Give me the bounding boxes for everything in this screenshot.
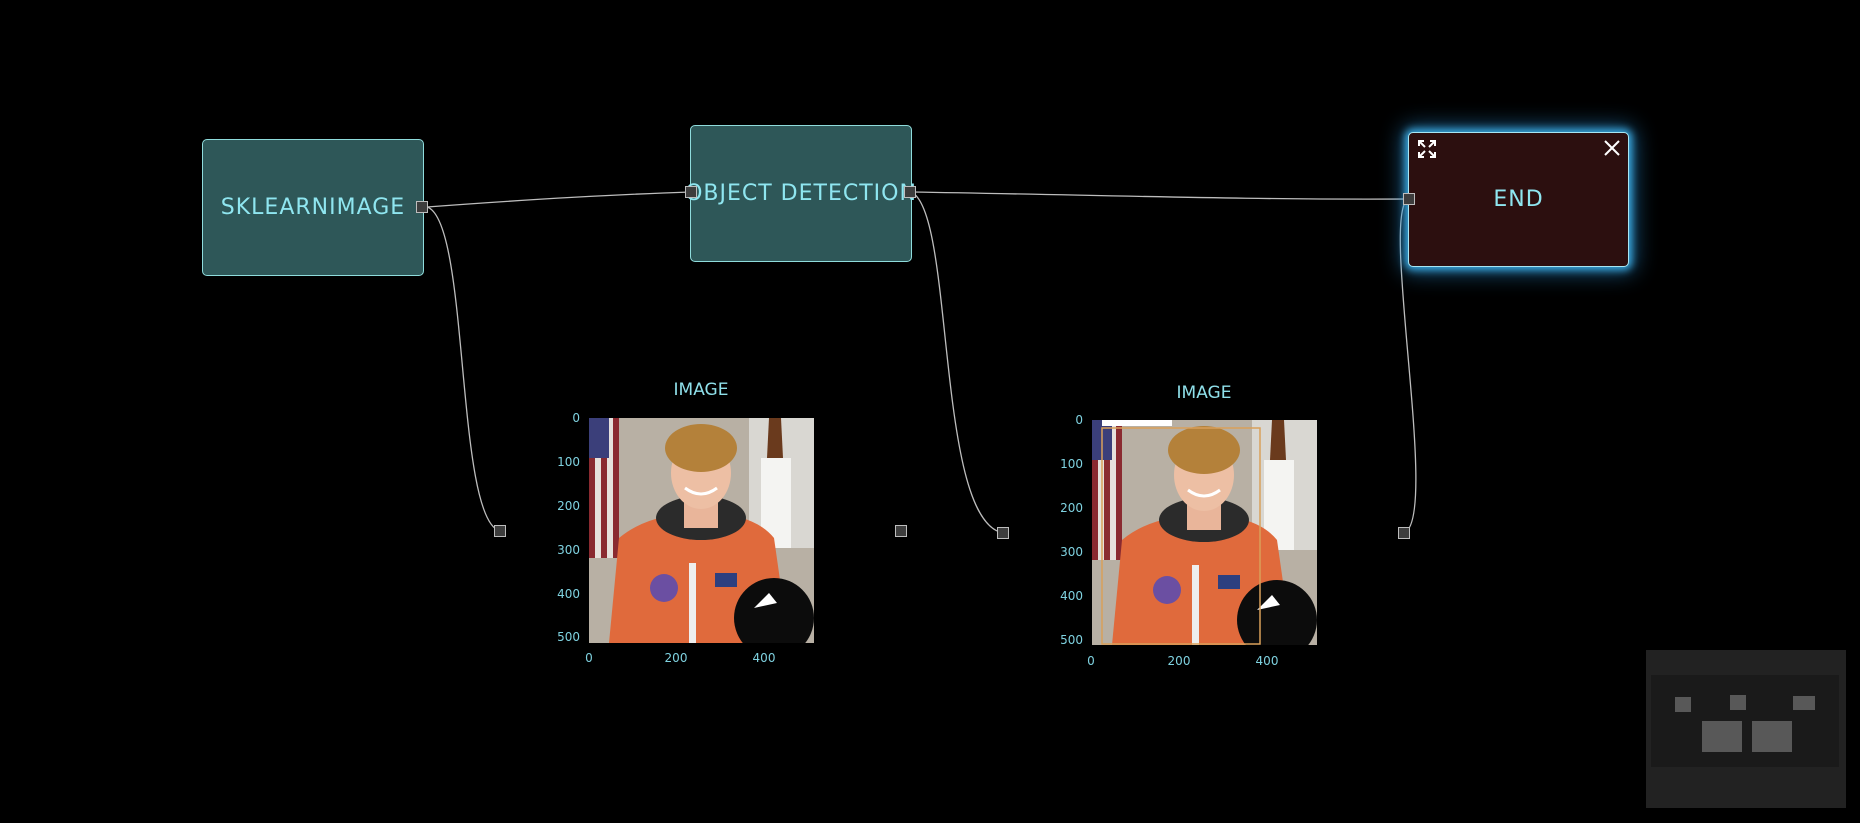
expand-icon[interactable] (1415, 137, 1439, 167)
minimap-node (1730, 695, 1746, 710)
y-tick: 300 (557, 543, 580, 557)
detection-bbox (1101, 427, 1261, 645)
input-port[interactable] (1403, 193, 1415, 205)
wire-end-to-image2 (1399, 198, 1417, 534)
y-tick: 0 (1075, 413, 1083, 427)
object-detection-node[interactable]: OBJECT DETECTION (685, 125, 916, 262)
x-tick: 200 (1167, 654, 1191, 668)
detection-label-bar (1102, 420, 1172, 426)
sklearnimage-node[interactable]: SKLEARNIMAGE (202, 139, 424, 276)
node-label: SKLEARNIMAGE (220, 195, 406, 220)
x-tick: 400 (752, 651, 776, 665)
panel-title: IMAGE (1176, 383, 1232, 403)
minimap-node (1793, 696, 1815, 710)
output-port[interactable] (1398, 527, 1410, 539)
x-tick: 200 (664, 651, 688, 665)
wire-detection-to-image2 (910, 191, 1004, 534)
y-tick: 200 (557, 499, 580, 513)
y-tick: 500 (1060, 633, 1083, 647)
minimap-node (1752, 721, 1792, 752)
wire-sklearn-to-image1 (426, 206, 501, 532)
wire-detection-to-end (910, 191, 1409, 200)
wire-sklearn-to-detection (426, 191, 692, 208)
detected-image (1092, 420, 1317, 645)
x-tick: 0 (1087, 654, 1095, 668)
x-tick: 0 (585, 651, 593, 665)
y-tick: 400 (557, 587, 580, 601)
astronaut-image (589, 418, 814, 643)
minimap[interactable] (1646, 650, 1846, 808)
node-label: END (1493, 187, 1544, 212)
y-tick: 0 (572, 411, 580, 425)
y-tick: 100 (1060, 457, 1083, 471)
minimap-viewport (1651, 675, 1839, 767)
minimap-node (1675, 697, 1691, 712)
input-port[interactable] (997, 527, 1009, 539)
close-icon[interactable] (1602, 138, 1622, 164)
y-tick: 300 (1060, 545, 1083, 559)
y-tick: 200 (1060, 501, 1083, 515)
y-tick: 500 (557, 630, 580, 644)
minimap-node (1702, 721, 1742, 752)
panel-title: IMAGE (673, 380, 729, 400)
y-tick: 100 (557, 455, 580, 469)
output-port[interactable] (904, 186, 916, 198)
output-port[interactable] (895, 525, 907, 537)
end-node[interactable]: END (1408, 132, 1629, 267)
y-tick: 400 (1060, 589, 1083, 603)
input-port[interactable] (685, 186, 697, 198)
x-tick: 400 (1255, 654, 1279, 668)
node-label: OBJECT DETECTION (685, 181, 917, 206)
input-port[interactable] (494, 525, 506, 537)
output-port[interactable] (416, 201, 428, 213)
